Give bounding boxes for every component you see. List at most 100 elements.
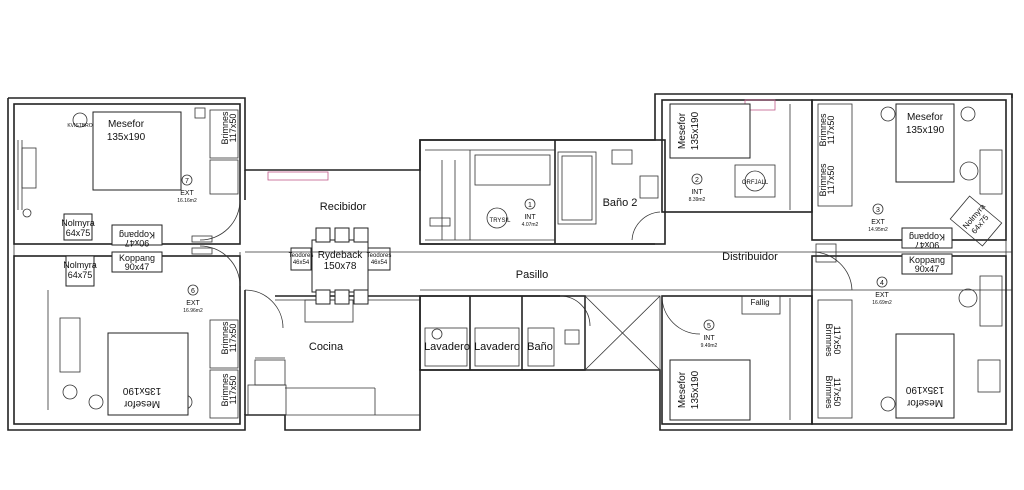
room-label-pasillo: Pasillo (516, 269, 548, 281)
wardrobe-name: Brimnes (818, 113, 828, 147)
bed-name: Mesefor (123, 398, 160, 409)
desk-size: 90x47 (915, 264, 940, 274)
room-tag-5: 5 INT 9.49m2 (701, 319, 718, 349)
wardrobe-room-4-b: Brimnes 117x50 (824, 375, 842, 409)
room-tag-area: 16.16m2 (177, 198, 197, 204)
bed-room-6: 135x190 Mesefor (107, 332, 189, 416)
wardrobe-size: 117x50 (228, 376, 238, 405)
chair-size: 46x54 (371, 260, 388, 266)
desk-name: Koppang (909, 255, 945, 265)
wardrobe-size: 117x50 (832, 326, 842, 355)
bed-size: 135x190 (690, 370, 701, 409)
room-label-bano-2: Baño 2 (603, 197, 638, 209)
desk-room-4: Koppang 90x47 (901, 253, 953, 275)
bed-room-7: Mesefor 135x190 (92, 111, 182, 191)
dining-table-label: Rydeback 150x78 (318, 250, 363, 272)
orfjall-label: ORFJALL (742, 180, 769, 186)
chair-room-6: Nolmyra 64x75 (63, 255, 97, 287)
desk-name: Koppang (119, 253, 155, 263)
nolmyra-size: 64x75 (66, 228, 91, 238)
wardrobe-size: 117x50 (832, 378, 842, 407)
wardrobe-room-4-a: Brimnes 117x50 (824, 323, 842, 357)
wardrobe-room-6-a: Brimnes 117x50 (220, 321, 238, 355)
radiators (191, 217, 837, 263)
room-label-distribuidor: Distribuidor (722, 251, 778, 263)
bed-size: 135x190 (107, 132, 146, 143)
room-label-lavadero-1: Lavadero (424, 341, 470, 353)
room-tag-type: INT (691, 189, 703, 196)
bed-room-3: Mesefor 135x190 (895, 103, 955, 183)
room-tag-area: 16.69m2 (872, 300, 892, 306)
wardrobe-room-3-b: Brimnes 117x50 (818, 163, 836, 197)
chair-labels: Teodores 46x54 Teodores 46x54 (289, 253, 392, 266)
wardrobe-name: Brimnes (824, 375, 834, 409)
room-tag-number: 7 (185, 178, 189, 185)
desk-size: 90x47 (125, 238, 150, 248)
room-tag-4: 4 EXT 16.69m2 (872, 276, 892, 306)
room-tag-type: EXT (871, 219, 885, 226)
laundry-block (419, 295, 661, 371)
room-label-lavadero-2: Lavadero (474, 341, 520, 353)
bed-room-5: Mesefor 135x190 (669, 359, 751, 421)
dining-set (290, 227, 391, 305)
nolmyra-name: Nolmyra (61, 218, 95, 228)
bed-name: Mesefor (906, 397, 943, 408)
chair-room-7: Nolmyra 64x75 (61, 213, 95, 241)
chair-name: Teodores (289, 253, 314, 259)
table-size: 150x78 (324, 261, 357, 272)
bed-size: 135x190 (690, 111, 701, 150)
room-tag-type: EXT (186, 300, 200, 307)
wardrobe-room-6-b: Brimnes 117x50 (220, 373, 238, 407)
chair-room-3: Nolmyra 64x75 (961, 202, 991, 236)
nolmyra-size: 64x75 (68, 270, 93, 280)
room-tag-number: 4 (880, 280, 884, 287)
room-tag-number: 6 (191, 288, 195, 295)
lamp-labels: TRYSIL ORFJALL Fallig KVISTBRO (67, 123, 769, 307)
wardrobe-name: Brimnes (220, 321, 230, 355)
kvistbro-label: KVISTBRO (67, 123, 92, 129)
wardrobe-name: Brimnes (818, 163, 828, 197)
desk-room-6: Koppang 90x47 (111, 251, 163, 273)
room-tag-number: 5 (707, 323, 711, 330)
wardrobe-room-7: Brimnes 117x50 (220, 111, 238, 145)
bed-size: 135x190 (906, 125, 945, 136)
bedroom-7 (13, 103, 241, 245)
chair-name: Teodores (367, 253, 392, 259)
room-tag-type: EXT (180, 190, 194, 197)
bed-room-4: 135x190 Mesefor (895, 333, 955, 419)
room-tag-6: 6 EXT 16.96m2 (183, 284, 203, 314)
wardrobe-name: Brimnes (220, 111, 230, 145)
room-tag-type: INT (703, 335, 715, 342)
bed-room-2: Mesefor 135x190 (669, 103, 751, 159)
wardrobe-size: 117x50 (826, 116, 836, 145)
table-name: Rydeback (318, 250, 363, 261)
wardrobe-name: Brimnes (824, 323, 834, 357)
room-tag-area: 16.96m2 (183, 308, 203, 314)
room-tag-type: INT (524, 214, 536, 221)
desk-name: Koppang (909, 232, 945, 242)
wardrobe-name: Brimnes (220, 373, 230, 407)
chair-size: 46x54 (293, 260, 310, 266)
wardrobe-room-3-a: Brimnes 117x50 (818, 113, 836, 147)
bed-size: 135x190 (122, 385, 161, 396)
room-tag-number: 3 (876, 207, 880, 214)
desk-size: 90x47 (915, 240, 940, 250)
bed-size: 135x190 (905, 384, 944, 395)
room-tag-1: 1 INT 4.07m2 (522, 198, 539, 228)
room-tag-area: 14.95m2 (868, 227, 888, 233)
desk-name: Koppang (119, 230, 155, 240)
wardrobe-size: 117x50 (228, 114, 238, 143)
fallig-label: Fallig (750, 298, 769, 307)
bath-block (419, 139, 666, 245)
desk-size: 90x47 (125, 262, 150, 272)
doors-left (199, 199, 284, 329)
wardrobe-size: 117x50 (826, 166, 836, 195)
wardrobe-size: 117x50 (228, 324, 238, 353)
room-tag-area: 9.49m2 (701, 343, 718, 349)
nolmyra-name: Nolmyra (63, 260, 97, 270)
room-label-recibidor: Recibidor (320, 201, 367, 213)
bed-name: Mesefor (677, 112, 688, 149)
trysil-label: TRYSIL (490, 218, 512, 224)
room-tag-number: 2 (695, 177, 699, 184)
